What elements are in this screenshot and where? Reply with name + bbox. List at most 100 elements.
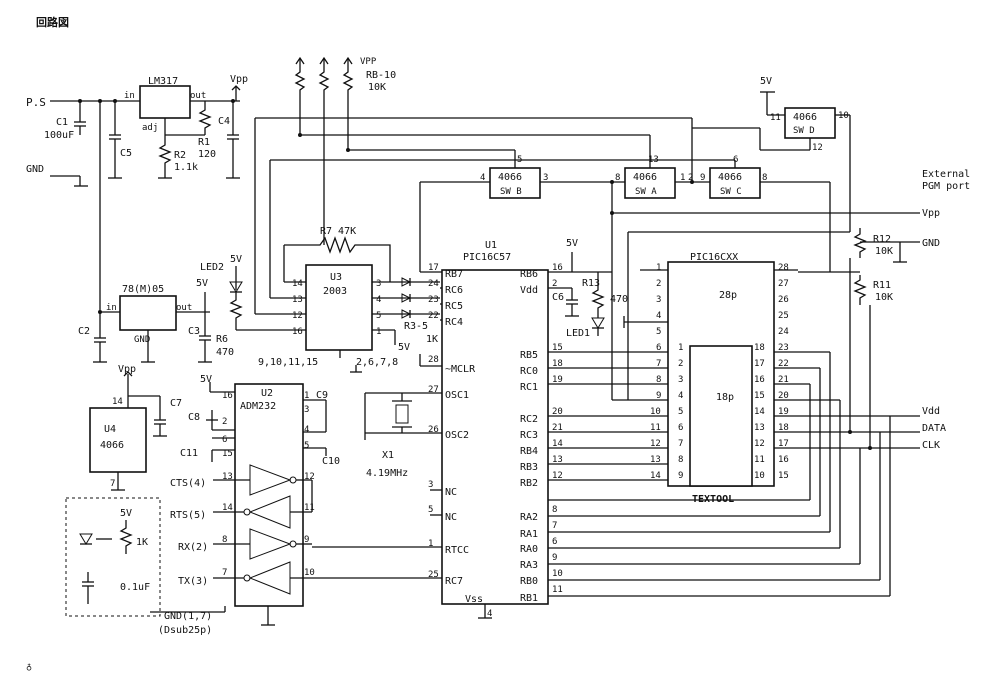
- u1-rb6: RB6: [520, 269, 538, 280]
- u1-rb4: RB4: [520, 446, 538, 457]
- u1-vdd: Vdd: [520, 285, 538, 296]
- svg-text:13: 13: [222, 472, 233, 482]
- svg-text:12: 12: [304, 472, 315, 482]
- cts-label: CTS(4): [170, 478, 206, 489]
- u1-rb2: RB2: [520, 478, 538, 489]
- u1-rtcc: RTCC: [445, 545, 469, 556]
- u78m05-label: 78(M)05: [122, 284, 164, 295]
- r6-label: R6: [216, 334, 228, 345]
- u1-section: U1 PIC16C57 RB7 RC6 RC5 RC4 ~MCLR OSC1 O…: [312, 238, 628, 619]
- vdd-port-label: Vdd: [922, 406, 940, 417]
- svg-text:25: 25: [778, 311, 789, 321]
- pgm-port-label: PGM port: [922, 181, 970, 192]
- svg-text:6: 6: [552, 537, 557, 547]
- u3-pin5: 5: [376, 311, 381, 321]
- u78m05-gnd: GND: [134, 335, 150, 345]
- sw-c-pin8: 8: [762, 173, 767, 183]
- u3-pins2: 2,6,7,8: [356, 357, 398, 368]
- gnd-label: GND: [26, 164, 44, 175]
- sw-c-label: SW C: [720, 187, 742, 197]
- u4-vpp: Vpp: [118, 364, 136, 375]
- c1-value: 100uF: [44, 130, 74, 141]
- svg-text:24: 24: [778, 327, 789, 337]
- sw-b-pin3: 3: [543, 173, 548, 183]
- svg-text:2: 2: [656, 279, 661, 289]
- svg-text:5: 5: [428, 505, 433, 515]
- svg-text:26: 26: [778, 295, 789, 305]
- svg-text:20: 20: [778, 391, 789, 401]
- svg-text:18: 18: [552, 359, 563, 369]
- u3-section: R7 47K U3 2003 14 13 12 16 3 4 5 1 9,10,…: [200, 118, 440, 373]
- svg-text:24: 24: [428, 279, 439, 289]
- r12-value: 10K: [875, 246, 893, 257]
- u1-ra1: RA1: [520, 529, 538, 540]
- u2-name: ADM232: [240, 401, 276, 412]
- r13-value: 470: [610, 294, 628, 305]
- u3-pin12: 12: [292, 311, 303, 321]
- u1-label: U1: [485, 240, 497, 251]
- r6-value: 470: [216, 347, 234, 358]
- svg-text:15: 15: [754, 391, 765, 401]
- svg-text:16: 16: [754, 375, 765, 385]
- c11-label: C11: [180, 448, 198, 459]
- u3-name: 2003: [323, 286, 347, 297]
- u1-rc6: RC6: [445, 285, 463, 296]
- switch-section: 4066 SW D 11 10 12 5V 4066 SW B 4 3 5 40…: [255, 76, 970, 451]
- svg-text:23: 23: [778, 343, 789, 353]
- sw-c-pin6: 6: [733, 155, 738, 165]
- rb10-label: RB-10: [366, 70, 396, 81]
- led2-label: LED2: [200, 262, 224, 273]
- svg-text:12: 12: [650, 439, 661, 449]
- svg-text:10: 10: [754, 471, 765, 481]
- svg-text:13: 13: [552, 455, 563, 465]
- svg-text:6: 6: [656, 343, 661, 353]
- svg-text:1: 1: [304, 391, 309, 401]
- c3-label: C3: [188, 326, 200, 337]
- svg-text:19: 19: [778, 407, 789, 417]
- c7-label: C7: [170, 398, 182, 409]
- u2-chip: [234, 383, 304, 607]
- u1-chip: [441, 269, 549, 605]
- c9-label: C9: [316, 390, 328, 401]
- svg-text:8: 8: [678, 455, 683, 465]
- r1-value: 120: [198, 149, 216, 160]
- c8-label: C8: [188, 412, 200, 423]
- u4-chip: [89, 407, 147, 473]
- r7-label: R7 47K: [320, 226, 356, 237]
- svg-text:2: 2: [552, 279, 557, 289]
- svg-text:3: 3: [678, 375, 683, 385]
- svg-text:7: 7: [222, 568, 227, 578]
- svg-text:13: 13: [754, 423, 765, 433]
- svg-text:9: 9: [656, 391, 661, 401]
- svg-text:3: 3: [428, 480, 433, 490]
- u3-chip: [305, 264, 373, 351]
- dsub-label: (Dsub25p): [158, 625, 212, 636]
- svg-text:12: 12: [552, 471, 563, 481]
- sw-b-chip: [489, 167, 541, 199]
- u1-mclr: ~MCLR: [445, 364, 476, 375]
- u3-gnd-pins: 9,10,11,15: [258, 357, 318, 368]
- rts-label: RTS(5): [170, 510, 206, 521]
- sw-a-name: 4066: [633, 172, 657, 183]
- svg-text:18: 18: [778, 423, 789, 433]
- mclr-5v: 5V: [398, 342, 410, 353]
- r11-label: R11: [873, 280, 891, 291]
- u4-section: U4 4066 14 7 Vpp C7: [89, 364, 182, 491]
- svg-text:11: 11: [304, 503, 315, 513]
- vpp-small-label: VPP: [360, 57, 377, 67]
- u3-pin3: 3: [376, 279, 381, 289]
- vpp-top-label: Vpp: [230, 74, 248, 85]
- svg-text:2: 2: [222, 417, 227, 427]
- svg-text:19: 19: [552, 375, 563, 385]
- lm317-chip: [139, 85, 191, 119]
- sw-a-label: SW A: [635, 187, 657, 197]
- sw-d-5v: 5V: [760, 76, 772, 87]
- u1-osc2: OSC2: [445, 430, 469, 441]
- svg-text:18: 18: [754, 343, 765, 353]
- u3-pin4: 4: [376, 295, 381, 305]
- sw-d-pin12: 12: [812, 143, 823, 153]
- svg-text:1: 1: [656, 263, 661, 273]
- led1-label: LED1: [566, 328, 590, 339]
- vss-pin-4: 4: [487, 609, 492, 619]
